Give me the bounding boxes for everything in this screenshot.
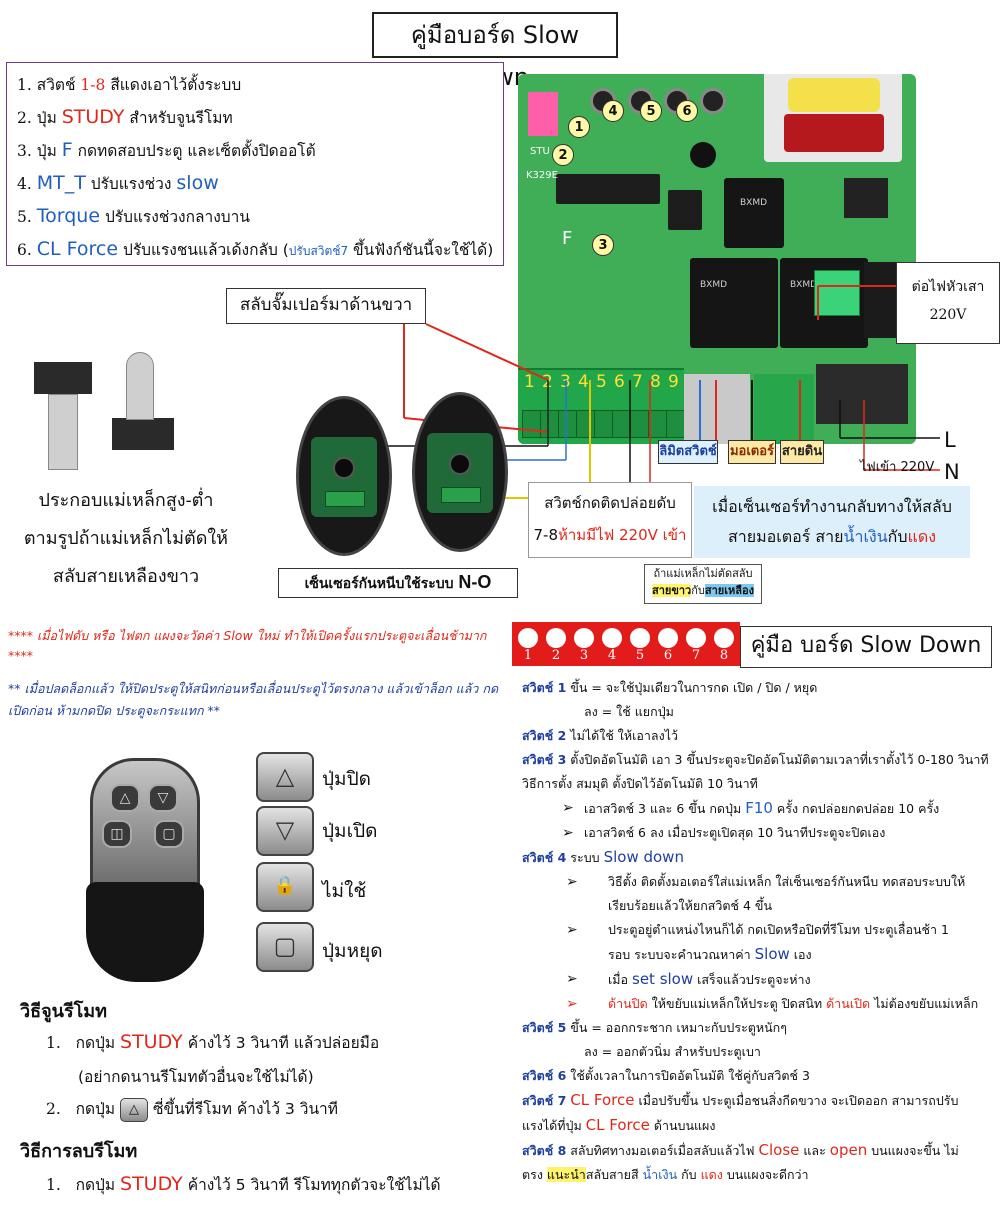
power-post-terminal [814,270,860,316]
open-button-icon: ▽ [256,806,314,856]
magnet-note: ประกอบแม่เหล็กสูง-ต่ำ ตามรูปถ้าแม่เหล็กไ… [23,490,229,587]
feature-item: 4. MT_T ปรับแรงช่วง slow [17,172,219,194]
ic-chip [556,174,660,204]
f-button-label: F [562,228,573,249]
unlock-note: ** เมื่อปลดล็อกแล้ว ให้ปิดประตูให้สนิทก่… [8,681,499,718]
magnet-bracket-arm [48,394,78,470]
sensor-swap-callout: เมื่อเซ็นเซอร์ทำงานกลับทางให้สลับ สายมอเ… [694,486,970,558]
lock-button-icon: 🔒 [256,862,314,912]
switch-3-row: วิธีการตั้ง สมมุติ ตั้งปิดไว้อัตโนมัติ 1… [522,776,758,791]
transformer-core [784,114,884,152]
badge-6: 6 [676,100,698,122]
switch-4-row: ➢วิธีตั้ง ติดตั้งมอเตอร์ใส่แม่เหล็ก ใส่เ… [566,874,966,890]
switch-3-row: ➢เอาสวิตช์ 3 และ 6 ขึ้น กดปุ่ม F10 ครั้ง… [562,799,940,817]
dip-terminal-callout: สวิตช์กดติดปล่อยดับ 7-8ห้ามมีไฟ 220V เข้… [528,482,692,558]
badge-5: 5 [640,100,662,122]
switch-1-row: ลง = ใช้ แยกปุ่ม [584,704,674,719]
switch-3-row: สวิตช์ 3 ตั้งปิดอัตโนมัติ เอา 3 ขึ้นประต… [522,752,989,767]
switch-instructions: สวิตช์ 1 ขึ้น = จะใช้ปุ่มเดียวในการกด เป… [522,676,994,1187]
learn-remote-title: วิธีจูนรีโมท [20,1001,108,1022]
switch-8-row: ตรง แนะนำสลับสายสี น้ำเงิน กับ แดง บนแผง… [522,1167,809,1182]
stop-button-label: ปุ่มหยุด [322,940,383,962]
switch-4-row: ➢ด้านปิด ให้ขยับแม่เหล็กให้ประตู ปิดสนิท… [566,996,979,1012]
learn-step-1: 1. กดปุ่ม STUDY ค้างไว้ 3 วินาที แล้วปล่… [46,1031,380,1053]
feature-item: 6. CL Force ปรับแรงชนแล้วเด้งกลับ (ปรับส… [17,238,494,260]
power-loss-note: **** เมื่อไฟดับ หรือ ไฟตก แผงจะวัดค่า Sl… [8,628,487,663]
learn-step-1-note: (อย่ากดนานรีโมทตัวอื่นจะใช้ไม่ได้) [78,1068,314,1086]
switch-4-row: รอบ ระบบจะคำนวณหาค่า Slow เอง [608,945,812,963]
buzzer [690,142,716,168]
page-title: คู่มือบอร์ด Slow Down [372,12,618,91]
model-label: K329E [526,170,558,181]
control-board: STU K329E F BXMD BXMD BXMD 1 2 3 4 5 6 1… [518,74,916,444]
switch-4-row: ➢เมื่อ set slow เสร็จแล้วประตูจะห่าง [566,970,811,988]
feature-item: 5. Torque ปรับแรงช่วงกลางบาน [17,205,250,227]
jumper-callout: สลับจั๊มเปอร์มาด้านขวา [226,288,426,324]
relay: BXMD [724,178,784,248]
badge-1: 1 [568,116,590,138]
sensor-callout: เซ็นเซอร์กันหนีบใช้ระบบ N-O [278,568,518,598]
badge-3: 3 [592,234,614,256]
remote-control-image: △ ▽ ◫ ▢ [76,754,212,984]
switch-4-row: ➢ประตูอยู่ตำแหน่งไหนก็ได้ กดเปิดหรือปิดท… [566,922,949,938]
switch-2-row: สวิตช์ 2 ไม่ได้ใช้ ให้เอาลงไว้ [522,728,678,743]
switch-8-row: สวิตช์ 8 สลับทิศทางมอเตอร์เมื่อสลับแล้วไ… [522,1141,959,1159]
transformer-coil [788,78,880,112]
stu-label: STU [530,146,550,157]
magnet-wire-callout: ถ้าแม่เหล็กไม่ตัดสลับ สายขาวกับสายเหลือง [644,564,762,604]
switch-5-row: ลง = ออกตัวนิ่ม สำหรับประตูเบา [584,1044,761,1059]
switch-7-row: แรงได้ที่ปุ่ม CL Force ด้านบนแผง [522,1116,716,1134]
power-L-label: L [944,428,956,452]
badge-4: 4 [602,100,624,122]
switch-6-row: สวิตช์ 6 ใช้ตั้งเวลาในการปิดอัตโนมัติ ใช… [522,1068,810,1083]
switch-1-row: สวิตช์ 1 ขึ้น = จะใช้ปุ่มเดียวในการกด เป… [522,680,818,695]
magnet-bracket-arm [126,352,154,420]
switch-5-row: สวิตช์ 5 ขึ้น = ออกกระชาก เหมาะกับประตูห… [522,1020,787,1035]
remote-stop-icon: ▢ [154,820,184,848]
motor-terminal [754,374,814,444]
delete-remote-title: วิธีการลบรีโมท [20,1141,138,1162]
up-button-icon: △ [120,1097,149,1122]
switch-7-row: สวิตช์ 7 CL Force เมื่อปรับขึ้น ประตูเมื… [522,1091,959,1109]
stop-button-icon: ▢ [256,922,314,972]
power-N-label: N [944,460,960,484]
magnet-bracket-image [34,362,92,394]
dip-switch-banner: 1 2 3 4 5 6 7 8 [512,622,740,666]
pot-knob [700,88,726,114]
feature-item: 1. สวิตช์ 1-8 สีแดงเอาไว้ตั้งระบบ [17,76,242,94]
switch-3-row: ➢เอาสวิตช์ 6 ลง เมื่อประตูเปิดสุด 10 วิน… [562,825,886,841]
safety-sensor [412,392,508,552]
remote-up-icon: △ [110,784,140,812]
delete-step-1: 1. กดปุ่ม STUDY ค้างไว้ 5 วินาที รีโมททุ… [46,1173,441,1195]
manual-title: คู่มือ บอร์ด Slow Down [740,626,992,668]
limit-switch-tag: ลิมิตสวิตช์ [658,440,718,464]
learn-step-2: 2. กดปุ่ม △ ซี่ขึ้นที่รีโมท ค้างไว้ 3 วิ… [46,1096,338,1122]
ic-chip [668,190,702,230]
remote-down-icon: ▽ [148,784,178,812]
power-in-label: ไฟเข้า 220V [860,460,935,475]
magnet-bracket-image [112,418,174,450]
ground-tag: สายดิน [780,440,824,464]
power-post-callout: ต่อไฟหัวเสา 220V [896,262,1000,344]
feature-list: 1. สวิตช์ 1-8 สีแดงเอาไว้ตั้งระบบ 2. ปุ่… [6,62,504,266]
open-button-label: ปุ่มเปิด [322,820,378,842]
close-button-label: ปุ่มปิด [322,768,371,790]
badge-2: 2 [552,144,574,166]
relay: BXMD [690,258,778,348]
feature-item: 3. ปุ่ม F กดทดสอบประตู และเซ็ตตั้งปิดออโ… [17,139,316,161]
switch-4-row: สวิตช์ 4 ระบบ Slow down [522,848,684,866]
motor-tag: มอเตอร์ [728,440,776,464]
terminal-strip: 1 2 3 4 5 6 7 8 9 [518,368,686,444]
close-button-icon: △ [256,752,314,802]
safety-sensor [296,396,392,556]
mains-terminal [816,364,908,424]
feature-item: 2. ปุ่ม STUDY สำหรับจูนรีโมท [17,106,233,128]
remote-lock-icon: ◫ [102,820,132,848]
lock-button-label: ไม่ใช้ [322,880,367,902]
dip-switch-block [528,92,558,136]
capacitor [844,178,888,218]
switch-4-row: เรียบร้อยแล้วให้ยกสวิตช์ 4 ขึ้น [608,898,773,913]
